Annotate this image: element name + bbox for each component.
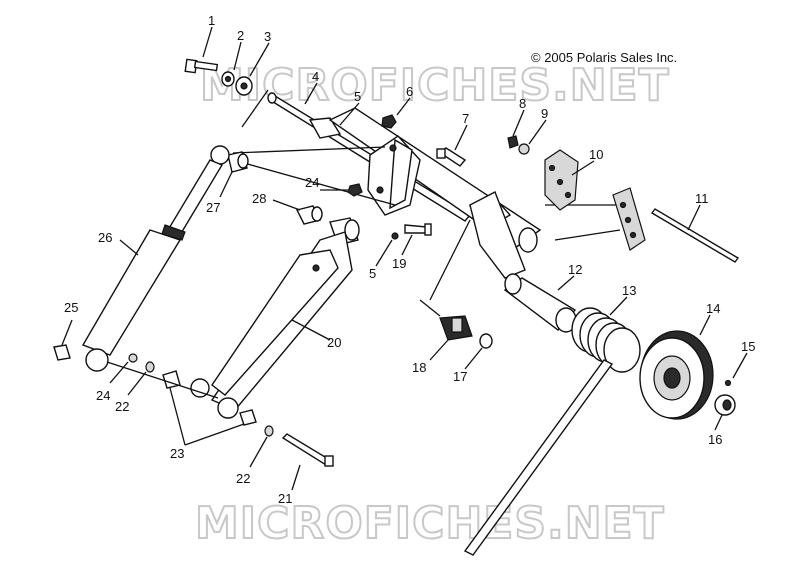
nut-part-6[interactable] — [381, 114, 397, 129]
washer-part-22-right[interactable] — [264, 425, 274, 437]
nut-part-8[interactable] — [507, 135, 519, 149]
callout-24-upper: 24 — [305, 175, 319, 190]
bushing-part-25[interactable] — [53, 344, 71, 361]
callout-25: 25 — [64, 300, 78, 315]
bolt-part-19[interactable] — [404, 223, 432, 236]
callout-5-top: 5 — [354, 89, 361, 104]
block-part-18[interactable] — [439, 315, 473, 341]
washer-part-17[interactable] — [479, 333, 493, 349]
callout-24-lower: 24 — [96, 388, 110, 403]
callout-7: 7 — [462, 111, 469, 126]
torsion-spring-part-13[interactable] — [463, 307, 641, 556]
callout-22-left: 22 — [115, 399, 129, 414]
nut-part-24-upper[interactable] — [347, 183, 363, 197]
control-arm-part-20[interactable] — [190, 231, 353, 419]
callout-22-right: 22 — [236, 471, 250, 486]
bolt-part-1[interactable] — [184, 58, 219, 74]
bushing-part-23-right[interactable] — [239, 409, 257, 426]
callout-8: 8 — [519, 96, 526, 111]
callout-21: 21 — [278, 491, 292, 506]
callout-10: 10 — [589, 147, 603, 162]
watermark-bottom: MICROFICHES.NET — [195, 498, 665, 549]
pulley-part-14[interactable] — [639, 330, 714, 420]
callout-27: 27 — [206, 200, 220, 215]
callout-3: 3 — [264, 29, 271, 44]
callout-26: 26 — [98, 230, 112, 245]
callout-18: 18 — [412, 360, 426, 375]
bushing-part-16[interactable] — [714, 394, 736, 416]
callout-17: 17 — [453, 369, 467, 384]
callout-23: 23 — [170, 446, 184, 461]
callout-12: 12 — [568, 262, 582, 277]
callout-19: 19 — [392, 256, 406, 271]
pin-part-15[interactable] — [724, 379, 732, 387]
callout-15: 15 — [741, 339, 755, 354]
callout-16: 16 — [708, 432, 722, 447]
sleeve-part-12[interactable] — [503, 273, 577, 333]
washer-part-3[interactable] — [235, 76, 253, 96]
washer-part-22-left[interactable] — [145, 361, 155, 373]
callout-13: 13 — [622, 283, 636, 298]
bushing-part-28[interactable] — [295, 205, 323, 225]
callout-14: 14 — [706, 301, 720, 316]
bolt-part-21[interactable] — [281, 433, 334, 467]
side-plate-part-10[interactable] — [544, 149, 646, 251]
callout-5-bottom: 5 — [369, 266, 376, 281]
copyright-text: © 2005 Polaris Sales Inc. — [531, 50, 677, 65]
callout-20: 20 — [327, 335, 341, 350]
rod-part-11[interactable] — [650, 208, 740, 263]
callout-4: 4 — [312, 69, 319, 84]
washer-part-2[interactable] — [221, 71, 235, 87]
bracket-plate — [367, 135, 526, 279]
washer-part-9[interactable] — [518, 143, 530, 155]
nut-part-24-lower[interactable] — [128, 353, 138, 363]
callout-2: 2 — [237, 28, 244, 43]
callout-9: 9 — [541, 106, 548, 121]
callout-11: 11 — [695, 191, 709, 206]
callout-6: 6 — [406, 84, 413, 99]
bolt-part-7[interactable] — [436, 147, 467, 167]
callout-1: 1 — [208, 13, 215, 28]
nut-part-5[interactable] — [391, 232, 399, 240]
callout-28: 28 — [252, 191, 266, 206]
shock-part-26[interactable] — [81, 145, 230, 372]
bushing-part-27[interactable] — [227, 151, 249, 173]
